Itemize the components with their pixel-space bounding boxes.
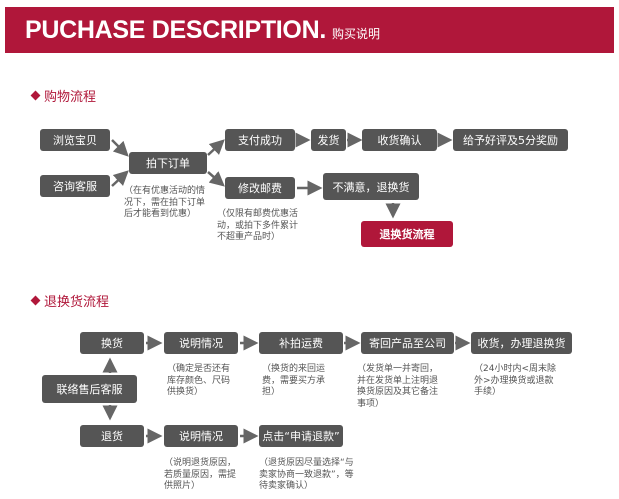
note-exchange-explain: （确定是否还有 库存颜色、尺码 供换货） [167,364,231,397]
step-rate: 给予好评及5分奖励 [453,129,568,151]
arrow-order-pay [207,139,225,156]
step-receive-process: 收货，办理退换货 [471,332,572,354]
note-refund-explain: （说明退货原因， 若质量原因，需提 供照片） [164,458,237,491]
step-modify-shipping: 修改邮费 [225,177,295,199]
step-browse: 浏览宝贝 [40,129,110,151]
section-shopping-label: 购物流程 [44,90,97,105]
step-confirm-receipt: 收货确认 [362,129,437,151]
arrow-consult-order [111,170,129,187]
step-unsatisfied: 不满意，退换货 [323,173,419,200]
step-ship: 发货 [311,129,346,151]
step-explain-refund: 说明情况 [164,425,238,447]
section-returns-title: 退换货流程 [30,291,110,310]
step-explain-exchange: 说明情况 [164,332,238,354]
step-send-back: 寄回产品至公司 [361,332,454,354]
step-order: 拍下订单 [129,152,207,174]
step-refund: 退货 [80,425,144,447]
header-banner: PUCHASE DESCRIPTION. 购买说明 [5,7,614,53]
note-shipping: （仅限有邮费优惠活 动，或拍下多件累计 不超重产品时） [217,209,299,242]
step-contact-service: 联络售后客服 [42,375,137,403]
page-subtitle: 购买说明 [331,26,380,41]
section-shopping-title: 购物流程 [30,86,97,105]
note-pay-shipping: （换货的来回运 费，需要买方承 担） [262,364,326,397]
step-apply-refund: 点击“申请退款” [259,425,343,447]
diamond-icon [30,295,41,306]
step-return-flow[interactable]: 退换货流程 [361,221,453,247]
arrow-order-modify [207,171,225,187]
note-receive: （24小时内<周末除 外>办理换货或退款 手续） [474,364,556,397]
step-pay-shipping: 补拍运费 [259,332,343,354]
section-returns-label: 退换货流程 [44,295,110,310]
note-apply-refund: （退货原因尽量选择“与 卖家协商一致退款”，等 待卖家确认） [259,458,354,491]
step-consult: 咨询客服 [40,175,110,197]
page-title: PUCHASE DESCRIPTION. [25,15,326,44]
note-send-back: （发货单一并寄回， 并在发货单上注明退 换货原因及其它备注 事项） [357,364,439,409]
note-order: （在有优惠活动的情 况下，需在拍下订单 后才能看到优惠） [124,186,206,219]
step-exchange: 换货 [80,332,144,354]
step-pay-success: 支付成功 [225,129,295,151]
diamond-icon [30,90,41,101]
arrow-browse-order [111,139,129,157]
